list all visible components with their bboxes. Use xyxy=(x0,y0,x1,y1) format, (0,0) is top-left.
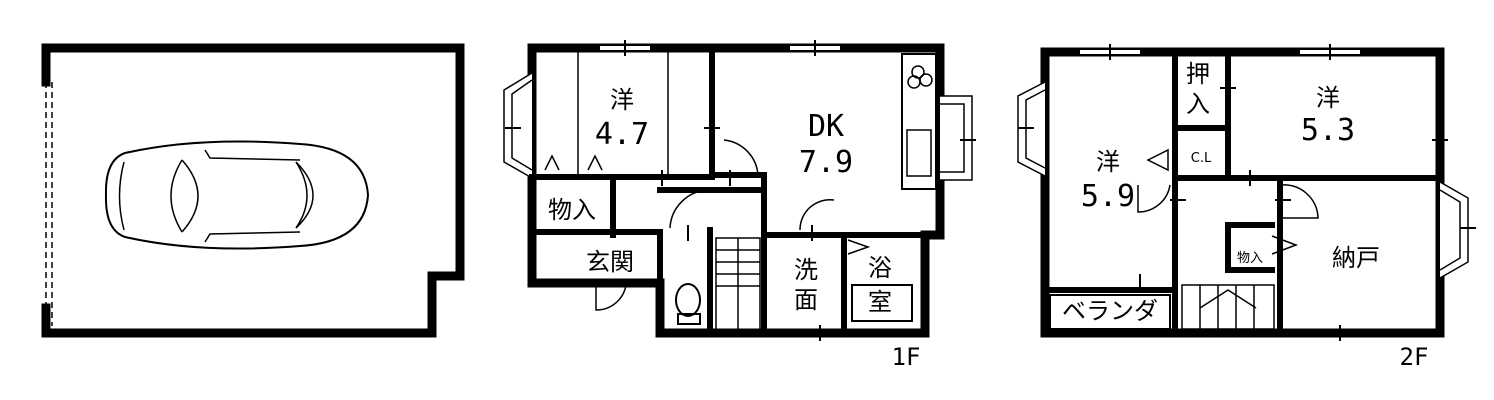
washroom-label-1: 洗 xyxy=(794,256,818,284)
garage xyxy=(41,43,465,338)
floor2-label: 2F xyxy=(1400,343,1429,371)
western-room-5-3-size: 5.3 xyxy=(1301,113,1355,148)
storage-2f-label: 物入 xyxy=(1237,251,1263,266)
bay-window-dk xyxy=(940,95,973,181)
bathroom-label-1: 浴 xyxy=(868,254,892,282)
floor1-plan: 洋 4.7 DK 7.9 物入 玄関 洗 面 浴 室 1F xyxy=(503,40,976,371)
entrance-label: 玄関 xyxy=(586,248,634,276)
nando-label: 納戸 xyxy=(1332,244,1380,272)
oshiire-label-2: 入 xyxy=(1186,90,1210,118)
western-room-5-3-name: 洋 xyxy=(1316,84,1340,112)
floor2-plan: 押 入 洋 5.3 洋 5.9 C.L 物入 納戸 ベランダ 2F xyxy=(1017,44,1476,371)
car-icon xyxy=(104,140,370,250)
western-room-5-9-size: 5.9 xyxy=(1081,179,1135,214)
dk-name: DK xyxy=(808,109,844,144)
bathroom-label-2: 室 xyxy=(868,288,892,316)
western-room-1f-name: 洋 xyxy=(610,86,634,114)
western-room-5-9-name: 洋 xyxy=(1096,148,1120,176)
garage-walls xyxy=(41,43,465,338)
veranda-label: ベランダ xyxy=(1062,297,1158,325)
dk-size: 7.9 xyxy=(799,145,853,180)
bay-window-left xyxy=(503,72,533,179)
oshiire-label-1: 押 xyxy=(1186,60,1210,88)
storage-1f-label: 物入 xyxy=(548,196,596,224)
western-room-1f-size: 4.7 xyxy=(595,117,649,152)
floor1-label: 1F xyxy=(892,343,921,371)
washroom-label-2: 面 xyxy=(794,286,818,314)
cl-label: C.L xyxy=(1191,151,1212,166)
bay-window-2f-right xyxy=(1439,181,1469,279)
